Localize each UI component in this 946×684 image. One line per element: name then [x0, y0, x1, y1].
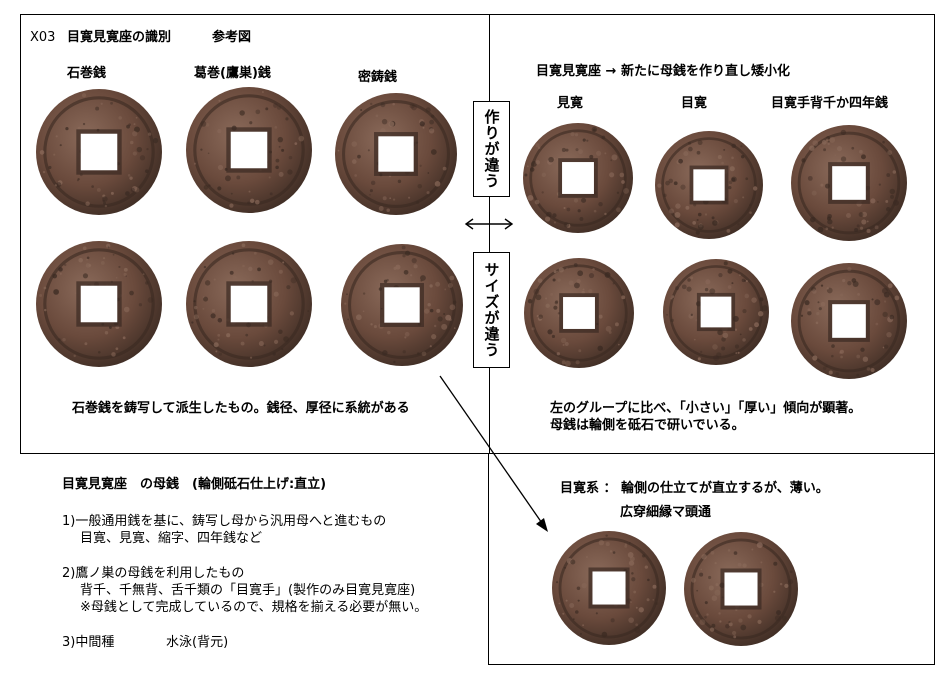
- doc-subtitle: 参考図: [212, 30, 252, 45]
- notes-item3-detail: 水泳(背元): [166, 635, 229, 650]
- notes-item1-title: 1)一般通用銭を基に、鋳写し母から汎用母へと進むもの: [62, 514, 387, 529]
- coin-ishinomaki-front: [35, 88, 163, 216]
- left-caption: 石巻銭を鋳写して派生したもの。銭径、厚径に系統がある: [72, 401, 410, 416]
- coin-mitchu-front: [334, 92, 458, 216]
- label-make-differs: 作りが違う: [482, 109, 501, 189]
- notes-item3-title: 3)中間種: [62, 635, 115, 650]
- vertical-divider: [489, 14, 490, 454]
- label-kenkan: 見寛: [557, 96, 584, 111]
- notes-heading: 目寛見寛座 の母銭 (輪側砥石仕上げ:直立): [62, 477, 327, 492]
- doc-code: X03: [30, 30, 56, 45]
- coin-kenkan-back: [523, 257, 635, 369]
- coin-mokan-front: [654, 130, 764, 240]
- label-mokan: 目寛: [681, 96, 708, 111]
- mejan-heading: 目寛系 ： 輪側の仕立てが直立するが、薄い。: [560, 481, 829, 496]
- notes-item2-detail1: 背千、千無背、舌千類の「目寛手」(製作のみ目寛見寛座): [80, 583, 416, 598]
- right-caption-line2: 母銭は輪側を砥石で研いでいる。: [550, 418, 745, 433]
- coin-kuzumaki-front: [185, 86, 313, 214]
- label-box-size: サイズが違う: [473, 252, 510, 368]
- notes-item2-title: 2)鷹ノ巣の母銭を利用したもの: [62, 566, 245, 581]
- coin-mokan-te-front: [790, 124, 908, 242]
- pointer-arrow-icon: [436, 372, 556, 538]
- coin-kenkan-front: [522, 122, 634, 234]
- label-mokan-te: 目寛手背千か四年銭: [771, 96, 889, 111]
- doc-title: 目寛見寛座の識別: [67, 30, 172, 45]
- notes-item1-detail: 目寛、見寛、縮字、四年銭など: [80, 531, 263, 546]
- coin-ishinomaki-back: [35, 240, 163, 368]
- coin-mejan-front: [551, 530, 667, 646]
- label-kuzumaki: 葛巻(鷹巣)銭: [194, 66, 271, 81]
- coin-mokan-back: [662, 258, 770, 366]
- double-arrow-icon: [463, 216, 515, 230]
- mejan-sublabel: 広穿細縁マ頭通: [620, 505, 712, 520]
- coin-mokan-te-back: [790, 262, 908, 380]
- label-size-differs: サイズが違う: [482, 262, 501, 358]
- mejan-box-frame: [488, 453, 935, 665]
- coin-mitchu-back: [340, 243, 464, 367]
- label-ishinomaki: 石巻銭: [67, 66, 107, 81]
- coin-mejan-back: [683, 531, 799, 647]
- notes-item2-detail2: ※母銭として完成しているので、規格を揃える必要が無い。: [80, 600, 428, 615]
- right-caption-line1: 左のグループに比べ、「小さい」「厚い」傾向が顕著。: [550, 401, 862, 416]
- label-mitchu: 密鋳銭: [358, 70, 398, 85]
- label-box-make: 作りが違う: [473, 101, 510, 197]
- right-heading: 目寛見寛座 → 新たに母銭を作り直し矮小化: [536, 64, 790, 79]
- coin-kuzumaki-back: [185, 240, 313, 368]
